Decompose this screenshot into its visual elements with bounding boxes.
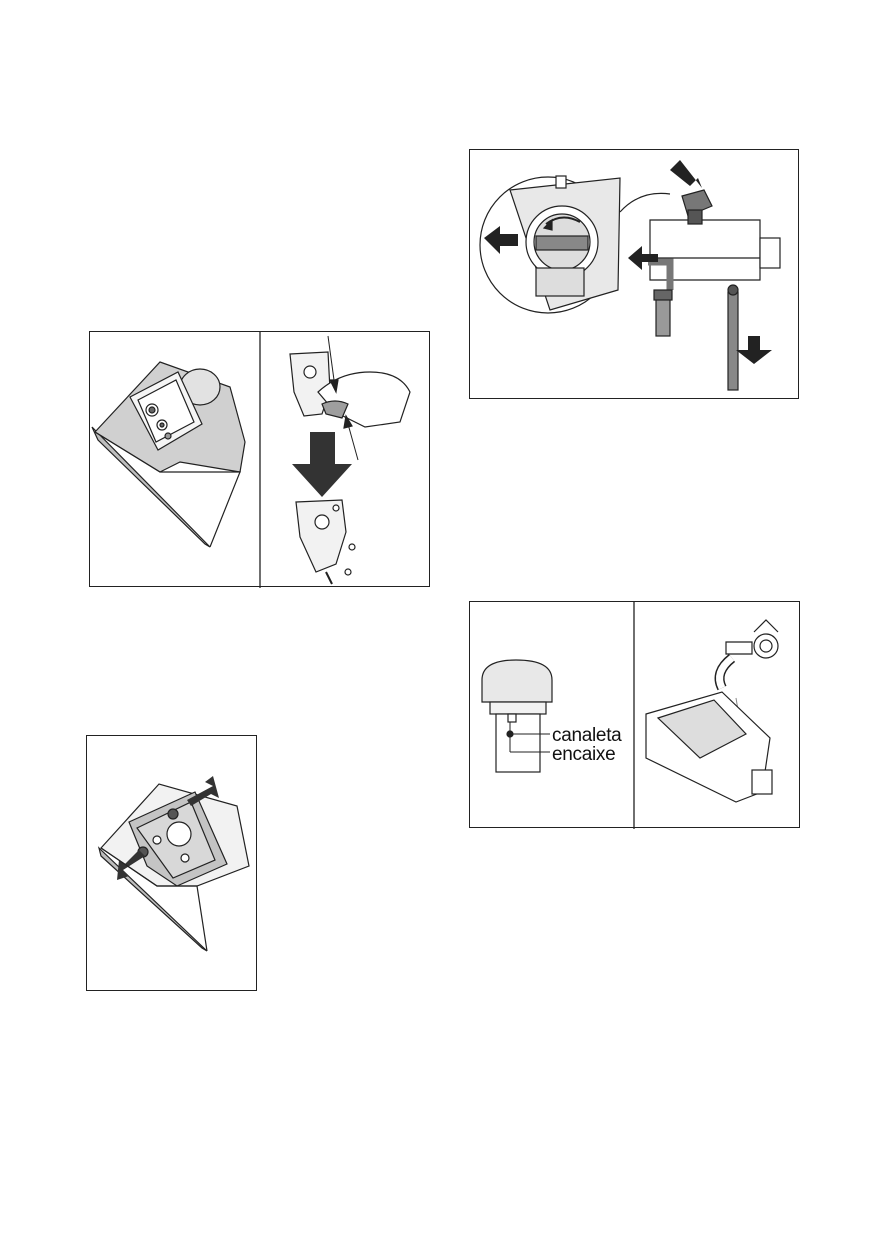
channel-label: canaleta bbox=[552, 726, 621, 745]
filter-removal-illustration bbox=[90, 332, 431, 588]
filter-washing-illustration bbox=[470, 602, 801, 829]
filter-cover-illustration bbox=[87, 736, 258, 992]
figure-filter-removal bbox=[89, 331, 430, 587]
figure-drain-knob bbox=[469, 149, 799, 399]
filter-squeeze-drawing bbox=[290, 336, 410, 584]
filter-housing-drawing bbox=[92, 362, 245, 547]
figure-filter-cover bbox=[86, 735, 257, 991]
drain-knob-illustration bbox=[470, 150, 800, 400]
figure-filter-washing: canaleta encaixe bbox=[469, 601, 800, 828]
fitting-label: encaixe bbox=[552, 745, 615, 764]
